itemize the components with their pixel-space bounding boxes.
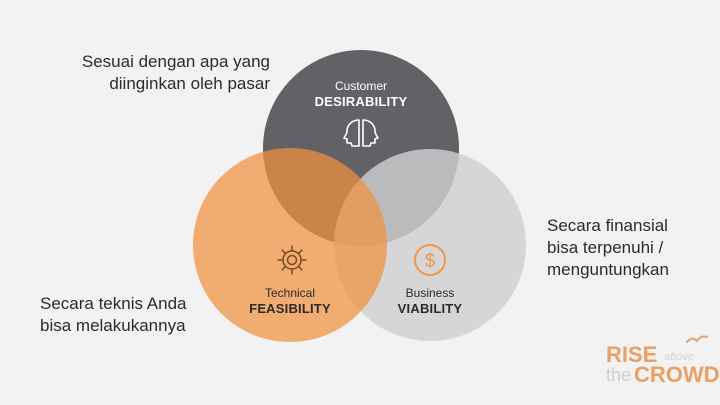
viability-sub: Business [405,286,455,300]
desirability-label: Customer DESIRABILITY [301,78,421,110]
viability-title: VIABILITY [397,301,463,316]
logo-rise: RISE [606,342,658,367]
annotation-feasibility: Secara teknis Anda bisa melakukannya [40,293,186,337]
annotation-feasibility-line1: Secara teknis Anda [40,294,187,313]
logo-above: above [664,351,694,363]
viability-label: Business VIABILITY [370,285,490,317]
bird-icon [686,335,708,343]
desirability-title: DESIRABILITY [314,94,408,109]
annotation-viability-line1: Secara finansial [547,216,668,235]
dollar-coin-icon: $ [414,244,446,276]
annotation-desirability: Sesuai dengan apa yang diinginkan oleh p… [58,51,270,95]
annotation-viability: Secara finansial bisa terpenuhi / mengun… [547,215,669,281]
desirability-sub: Customer [334,79,387,93]
logo-the: the [606,365,632,385]
annotation-feasibility-line2: bisa melakukannya [40,316,186,335]
annotation-desirability-line2: diinginkan oleh pasar [109,74,270,93]
svg-text:$: $ [425,251,436,272]
rise-above-the-crowd-logo: RISE above the CROWD [604,335,720,396]
feasibility-circle [193,148,387,342]
logo-crowd: CROWD [634,362,720,387]
feasibility-sub: Technical [264,286,316,300]
two-heads-icon [343,119,379,147]
annotation-viability-line3: menguntungkan [547,260,669,279]
feasibility-title: FEASIBILITY [249,301,331,316]
feasibility-label: Technical FEASIBILITY [230,285,350,317]
gear-icon [277,245,307,275]
annotation-viability-line2: bisa terpenuhi / [547,238,664,257]
annotation-desirability-line1: Sesuai dengan apa yang [81,52,270,71]
